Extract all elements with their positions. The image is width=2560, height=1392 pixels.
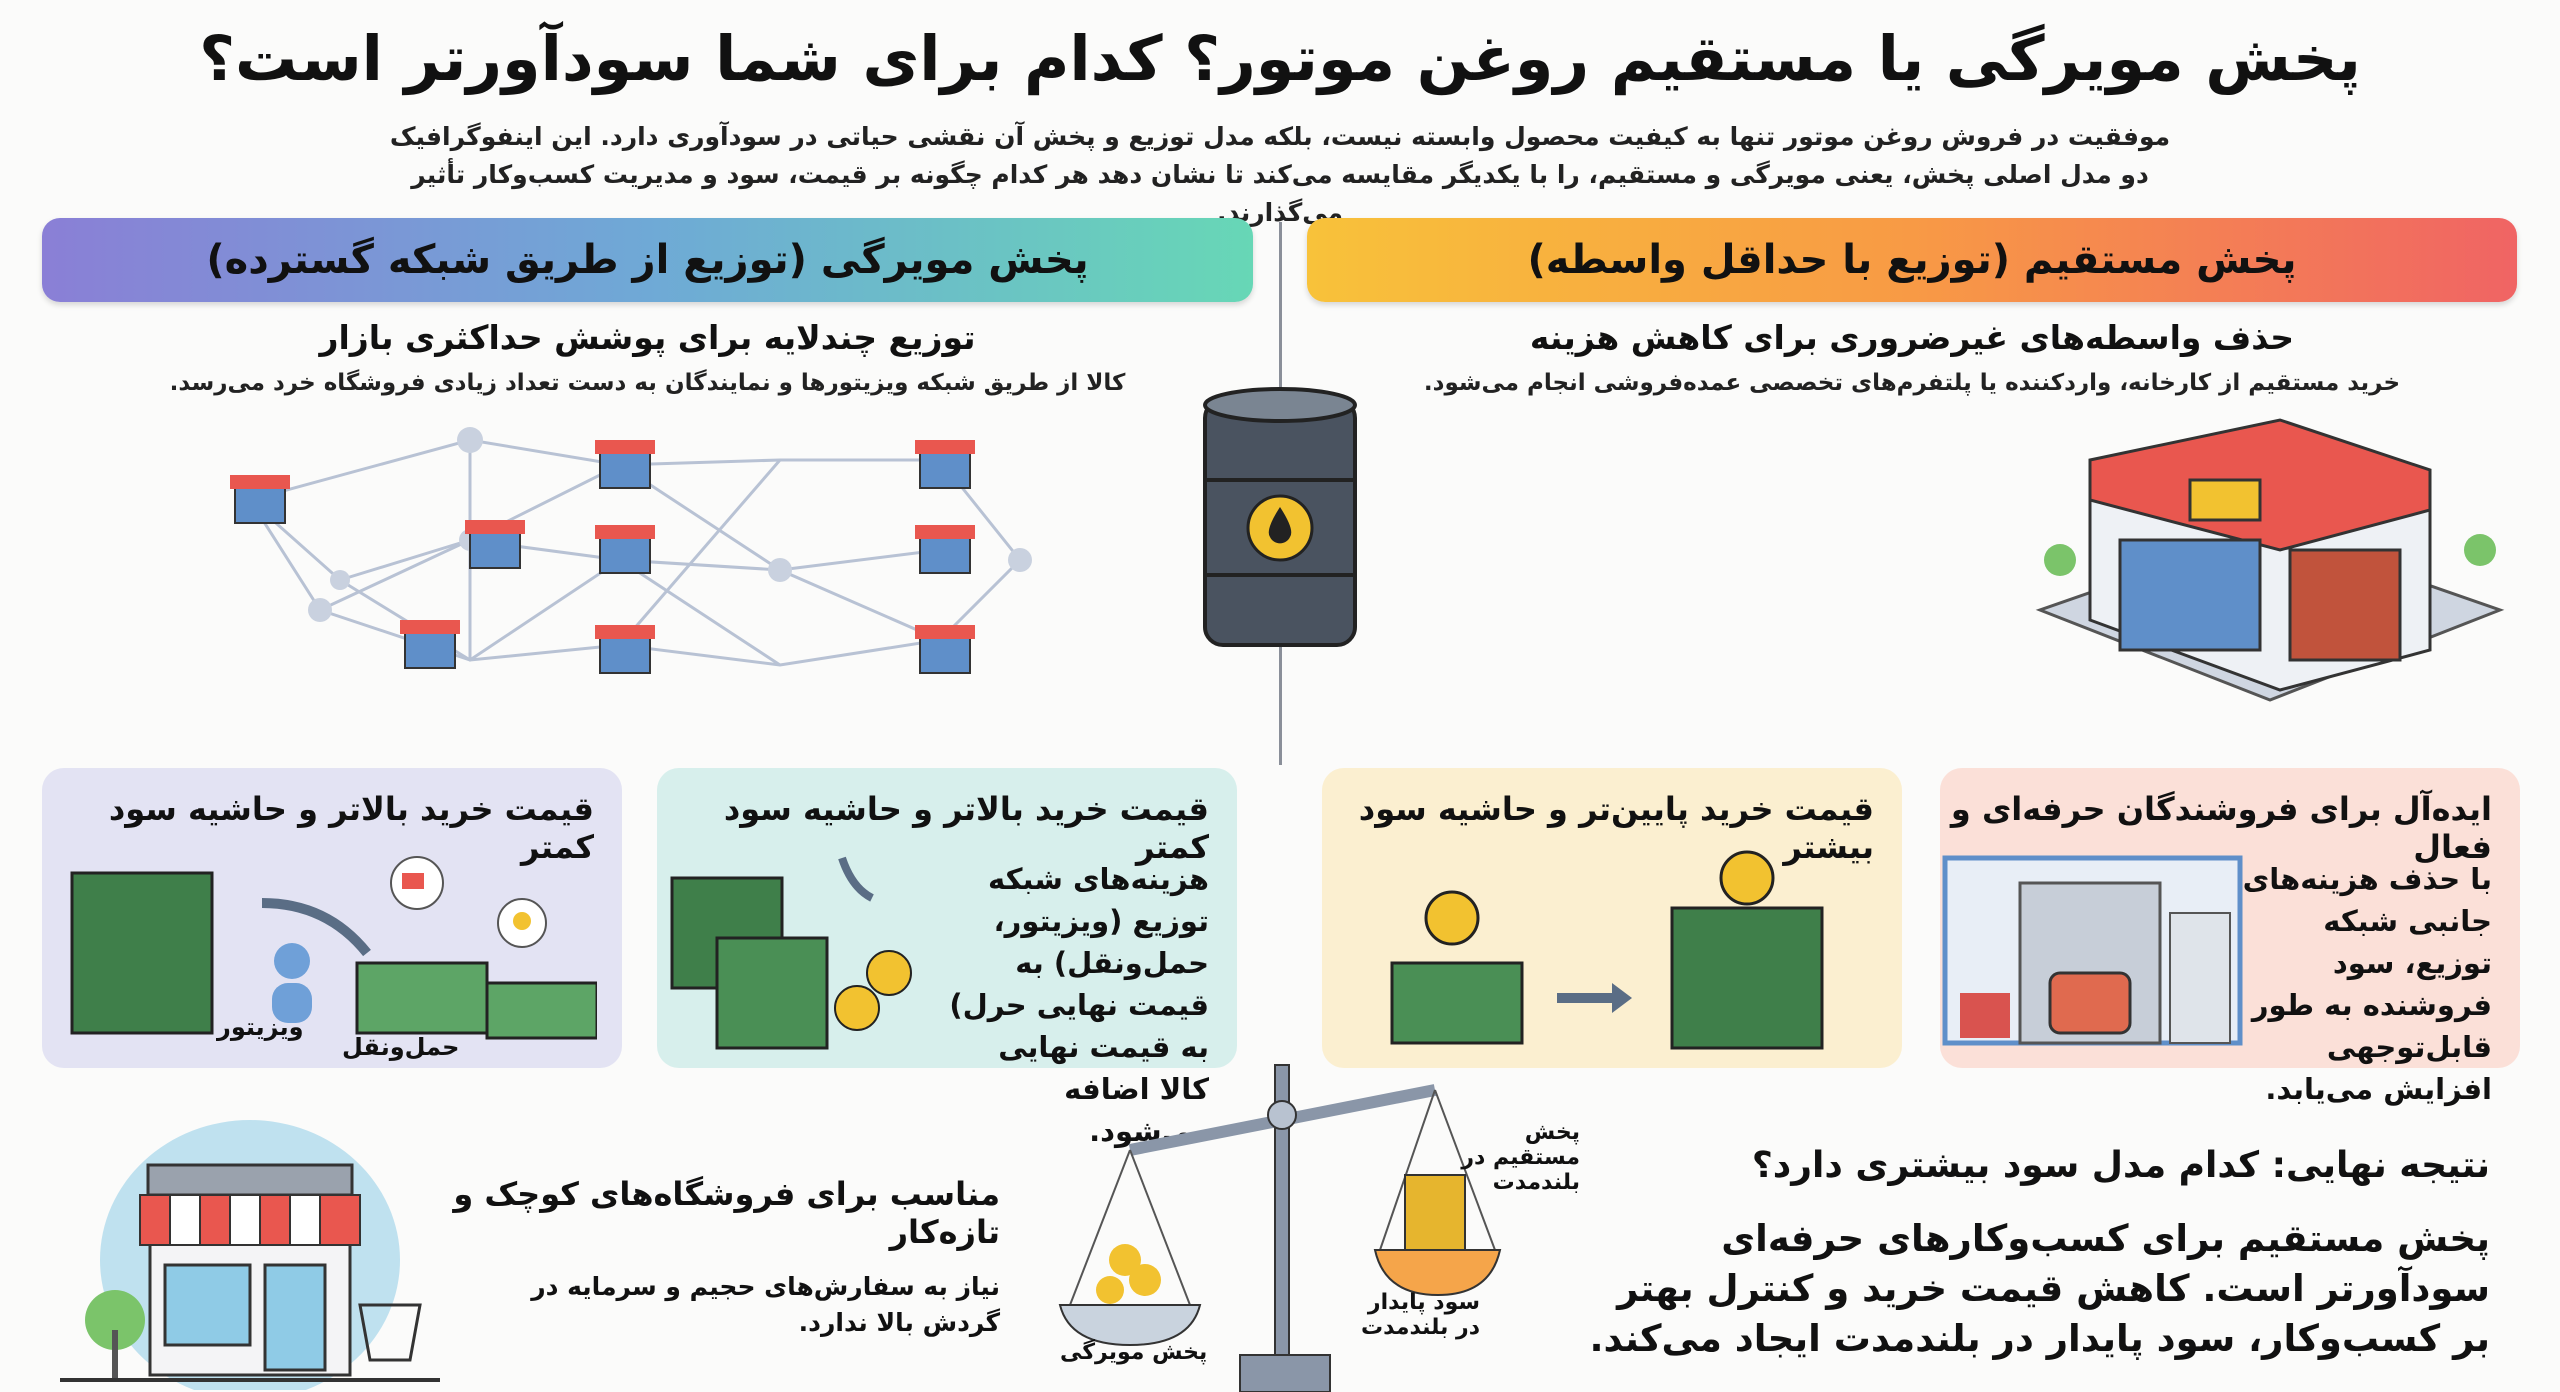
conclusion: نتیجه نهایی: کدام مدل سود بیشتری دارد؟ پ… (1580, 1145, 2490, 1364)
small-shop-icon (60, 1120, 440, 1390)
conclusion-body: پخش مستقیم برای کسب‌وکارهای حرفه‌ای سودآ… (1589, 1217, 2490, 1360)
capillary-heading: توزیع چندلایه برای پوشش حداکثری بازار (319, 318, 976, 357)
card-direct-price: قیمت خرید پایین‌تر و حاشیه سود بیشتر (1322, 768, 1902, 1068)
capillary-header: پخش مویرگی (توزیع از طریق شبکه گسترده) (42, 218, 1253, 302)
wholesale-building-icon (2035, 418, 2505, 702)
direct-desc: خرید مستقیم از کارخانه، واردکننده یا پلت… (1423, 370, 2401, 396)
label-transport: حمل‌ونقل (342, 1033, 460, 1061)
capillary-desc: کالا از طریق شبکه ویزیتورها و نمایندگان … (169, 370, 1126, 396)
card-text: با حذف هزینه‌های جانبی شبکه توزیع، سود ف… (2242, 862, 2492, 1106)
scale-label-direct: پخش مستقیم در بلندمدت (1461, 1120, 1580, 1195)
small-shop-desc: نیاز به سفارش‌های حجیم و سرمایه در گردش … (531, 1272, 1000, 1337)
direct-heading: حذف واسطه‌های غیرضروری برای کاهش هزینه (1529, 318, 2295, 357)
balance-scale-icon (1058, 1064, 1502, 1392)
intro-text: موفقیت در فروش روغن موتور تنها به کیفیت … (389, 122, 2171, 227)
card-title: ایده‌آل برای فروشندگان حرفه‌ای و فعال (1950, 790, 2492, 866)
card-title: قیمت خرید بالاتر و حاشیه سود کمتر (723, 790, 1209, 866)
small-shop-heading: مناسب برای فروشگاه‌های کوچک و تازه‌کار (453, 1175, 1000, 1251)
oil-barrel-icon (1203, 387, 1357, 647)
garage-icon (1942, 855, 2243, 1046)
label-visitor: ویزیتور (217, 1013, 304, 1041)
network-diagram-icon (230, 427, 1032, 674)
card-title: قیمت خرید پایین‌تر و حاشیه سود بیشتر (1358, 790, 1874, 866)
scale-label-sustainable: سود پایدار در بلندمدت (1361, 1290, 1480, 1340)
money-stack-icon (70, 856, 597, 1040)
scale-label-capillary: پخش مویرگی (1060, 1340, 1208, 1365)
money-coins-icon (670, 856, 912, 1050)
card-capillary-price: قیمت خرید بالاتر و حاشیه سود کمتر ویزیتو… (42, 768, 622, 1068)
divider (1279, 685, 1282, 765)
card-direct-ideal: ایده‌آل برای فروشندگان حرفه‌ای و فعال با… (1940, 768, 2520, 1106)
direct-header: پخش مستقیم (توزیع با حداقل واسطه) (1307, 218, 2517, 302)
money-growth-icon (1390, 850, 1824, 1050)
conclusion-heading: نتیجه نهایی: کدام مدل سود بیشتری دارد؟ (1751, 1145, 2490, 1186)
card-capillary-costs: قیمت خرید بالاتر و حاشیه سود کمتر هزینه‌… (657, 768, 1237, 1148)
page-title: پخش مویرگی یا مستقیم روغن موتور؟ کدام بر… (199, 22, 2361, 95)
small-shop-text: مناسب برای فروشگاه‌های کوچک و تازه‌کار ن… (450, 1175, 1000, 1341)
card-title: قیمت خرید بالاتر و حاشیه سود کمتر (108, 790, 594, 866)
